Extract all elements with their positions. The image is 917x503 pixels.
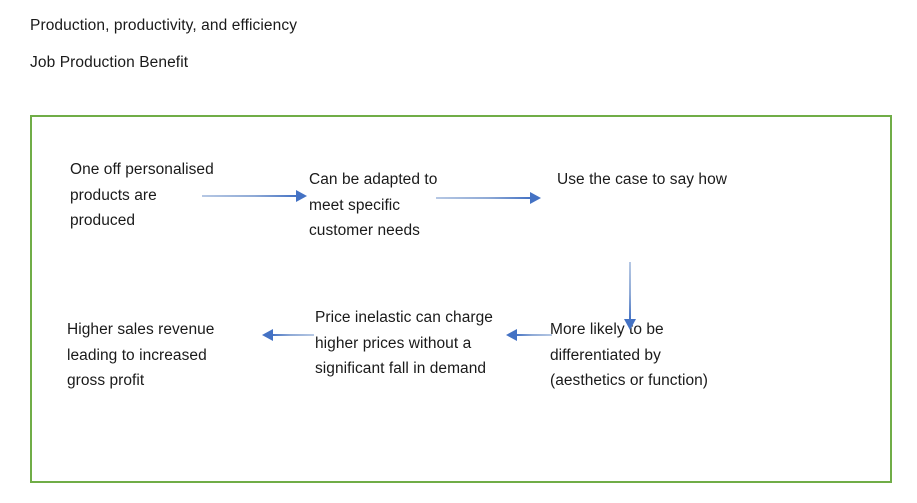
flow-node-more-likely-differentiated: More likely to be differentiated by (aes… [550, 317, 760, 394]
arrow-head [530, 192, 541, 204]
flow-node-price-inelastic-line-3: significant fall in demand [315, 360, 487, 377]
flow-node-one-off-line-1: One off personalised [70, 161, 214, 178]
arrow-down-icon-use-case-to-differentiated [623, 262, 637, 330]
flow-node-price-inelastic: Price inelastic can charge higher prices… [315, 305, 530, 382]
page-subtitle-job-production-benefit: Job Production Benefit [30, 54, 189, 71]
arrow-shaft [629, 262, 631, 320]
flow-node-higher-sales-line-1: Higher sales revenue [67, 321, 215, 338]
flow-node-one-off-personalised: One off personalised products are produc… [70, 157, 270, 234]
flow-node-one-off-line-2: products are [70, 186, 157, 204]
arrow-left-icon-differentiated-to-price-inelastic [506, 328, 552, 342]
arrow-head [296, 190, 307, 202]
arrow-head [624, 319, 636, 330]
page-title-production-productivity-efficiency: Production, productivity, and efficiency [30, 17, 298, 34]
flow-node-higher-sales-line-3: gross profit [67, 372, 145, 389]
flow-node-higher-sales-revenue: Higher sales revenue leading to increase… [67, 317, 277, 394]
arrow-right-icon-one-off-to-adapted [202, 189, 307, 203]
flow-node-use-case-line-1: Use the case to say how [557, 171, 728, 188]
flow-node-adapted-line-2: meet specific [309, 196, 401, 214]
flow-node-one-off-line-3: produced [70, 212, 136, 229]
arrow-right-icon-adapted-to-use-case [436, 191, 541, 205]
flow-node-can-be-adapted: Can be adapted to meet specific customer… [309, 167, 509, 244]
flow-node-adapted-line-3: customer needs [309, 222, 420, 239]
arrow-shaft [202, 195, 297, 197]
arrow-shaft [436, 197, 531, 199]
flow-node-differentiated-line-2: differentiated by [550, 346, 661, 364]
flow-node-use-the-case: Use the case to say how [557, 167, 787, 193]
arrow-shaft [272, 334, 314, 336]
arrow-head [262, 329, 273, 341]
flow-diagram-container: One off personalised products are produc… [30, 115, 892, 483]
flow-node-higher-sales-line-2: leading to increased [67, 346, 207, 364]
flow-node-price-inelastic-line-2: higher prices without a [315, 334, 472, 352]
flow-node-price-inelastic-line-1: Price inelastic can charge [315, 309, 493, 326]
arrow-left-icon-price-inelastic-to-higher-sales [262, 328, 314, 342]
flow-node-differentiated-line-3: (aesthetics or function) [550, 372, 708, 389]
flow-node-adapted-line-1: Can be adapted to [309, 171, 438, 188]
flow-node-differentiated-line-1: More likely to be [550, 321, 664, 338]
arrow-shaft [516, 334, 552, 336]
arrow-head [506, 329, 517, 341]
